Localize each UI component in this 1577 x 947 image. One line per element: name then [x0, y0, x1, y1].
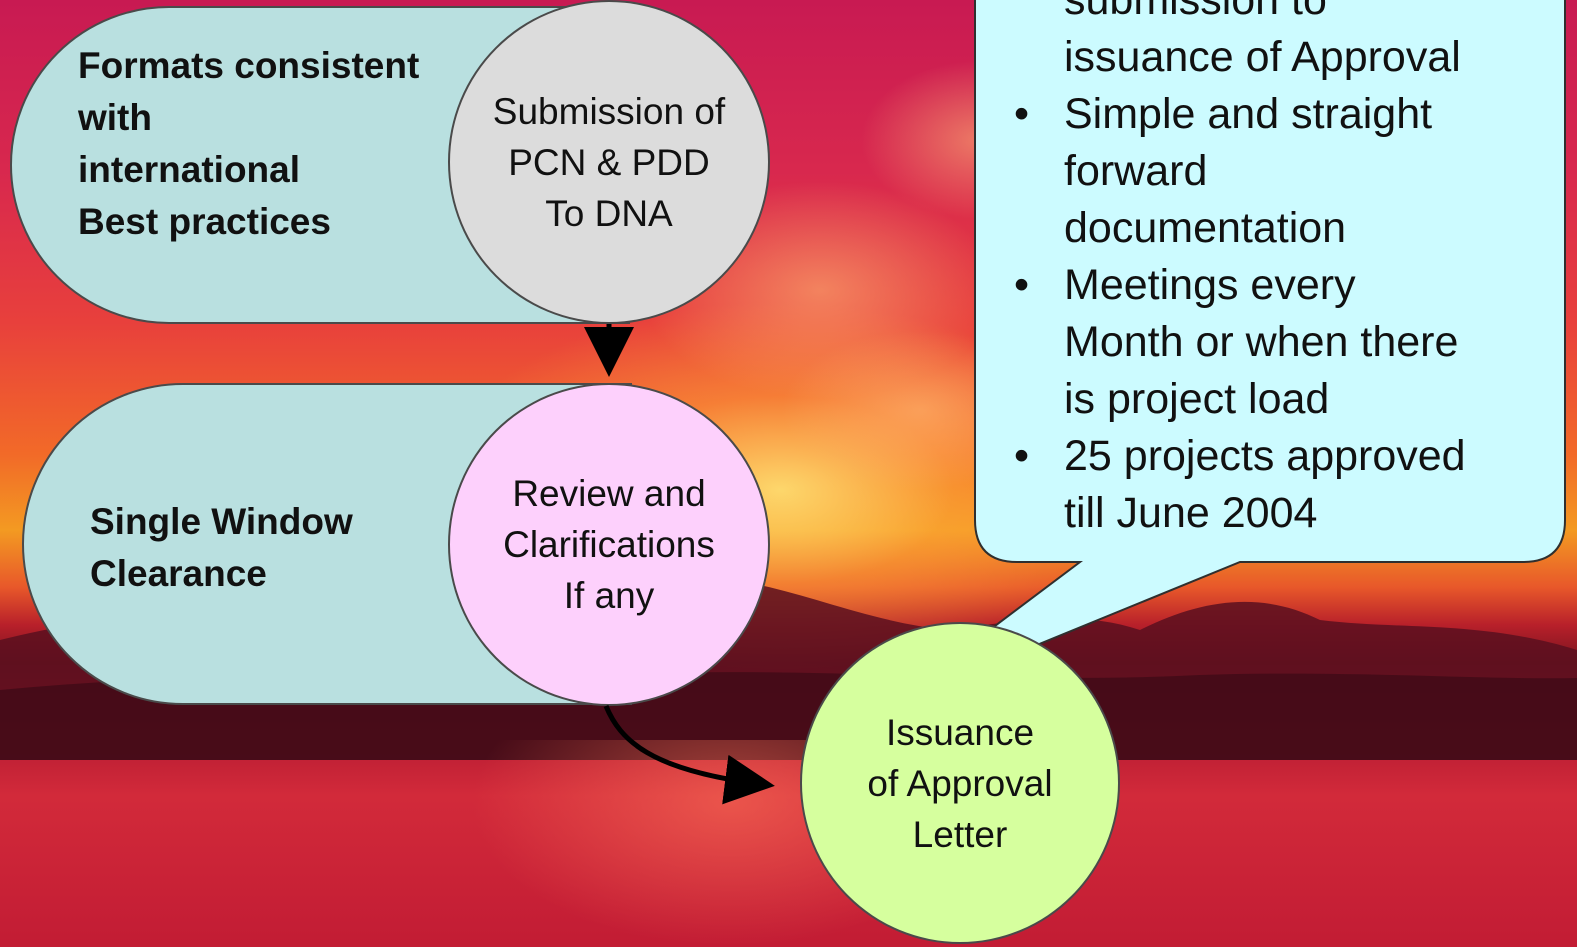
callout-line: submission to: [1064, 0, 1327, 24]
pill-line: with: [78, 97, 152, 138]
pill-line: international: [78, 149, 301, 190]
submission-circle: Submission of PCN & PDD To DNA: [448, 0, 770, 324]
circle-line: Issuance: [885, 711, 1035, 753]
circle-line: PCN & PDD: [508, 141, 710, 183]
bullet-icon: •: [1014, 432, 1030, 480]
circle-line: Submission of: [492, 90, 726, 132]
pill-line: Formats consistent: [78, 45, 420, 86]
circle-line: To DNA: [545, 192, 673, 234]
callout-line: Simple and straight: [1064, 90, 1433, 138]
circle-line: of Approval: [867, 762, 1053, 804]
callout-item: • 25 projects approved till June 2004: [1010, 428, 1530, 542]
bullet-icon: •: [1014, 261, 1030, 309]
pill-line: Clearance: [90, 553, 267, 594]
callout-item: • Meetings every Month or when there is …: [1010, 257, 1530, 428]
callout-item: • Simple and straight forward documentat…: [1010, 86, 1530, 257]
callout-line: 25 projects approved: [1064, 432, 1466, 480]
callout-line: is project load: [1064, 375, 1330, 423]
callout-line: till June 2004: [1064, 489, 1318, 537]
callout-line: issuance of Approval: [1064, 33, 1461, 81]
circle-line: Letter: [912, 813, 1008, 855]
arrow-review-to-issuance: [603, 705, 775, 805]
pill-line: Single Window: [90, 501, 353, 542]
circle-line: Clarifications: [503, 524, 715, 565]
circle-line: If any: [563, 575, 655, 616]
bullet-icon: •: [1014, 90, 1030, 138]
callout-list: submission to issuance of Approval • Sim…: [1010, 0, 1530, 542]
callout-item: submission to issuance of Approval: [1010, 0, 1530, 86]
callout-line: documentation: [1064, 204, 1347, 252]
issuance-circle: Issuance of Approval Letter: [800, 622, 1120, 944]
circle-line: Review and: [512, 473, 706, 514]
callout-line: forward: [1064, 147, 1208, 195]
callout-line: Meetings every: [1064, 261, 1356, 309]
pill-line: Best practices: [78, 201, 331, 242]
single-window-pill-label: Single Window Clearance: [90, 496, 450, 600]
formats-pill-label: Formats consistent with international Be…: [78, 40, 478, 248]
review-circle: Review and Clarifications If any: [448, 383, 770, 706]
callout-line: Month or when there: [1064, 318, 1459, 366]
